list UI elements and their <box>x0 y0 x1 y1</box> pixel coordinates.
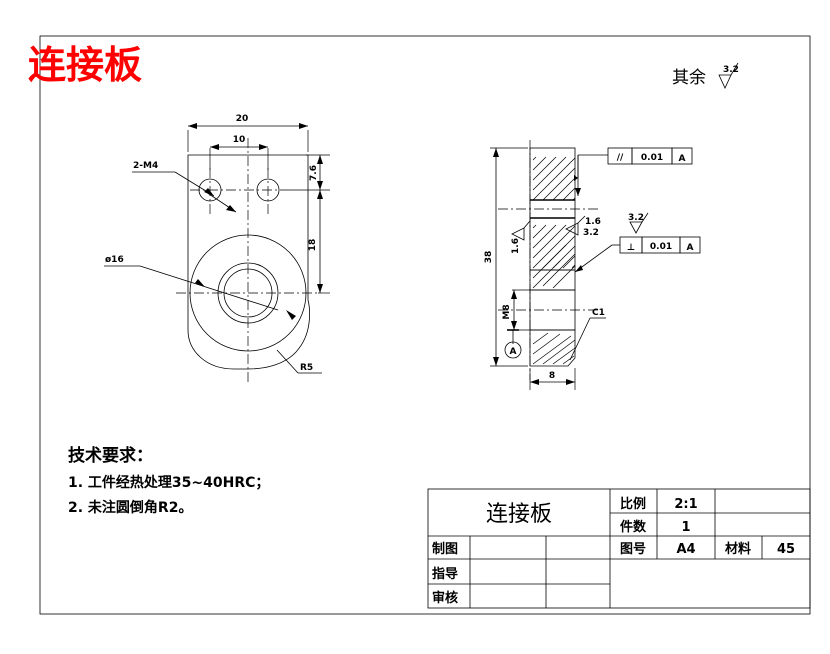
gdt-parallel-datum: A <box>679 154 686 164</box>
leader-line-bore <box>139 265 279 311</box>
tb-part-name: 连接板 <box>486 502 552 527</box>
tb-row-check: 审核 <box>432 590 458 606</box>
general-roughness-symbol-icon <box>718 62 739 89</box>
arrow-20-right-icon <box>299 123 308 129</box>
arrow-8-right-icon <box>566 379 575 385</box>
arrow-8-left-icon <box>530 379 539 385</box>
tech-requirement-item-2: 2. 未注圆倒角R2。 <box>68 499 192 516</box>
label-threaded-holes: 2-M4 <box>133 161 158 171</box>
arrow-76-top-icon <box>317 155 323 164</box>
dim-width-overall: 20 <box>236 114 249 124</box>
tb-drawing-no-value: A4 <box>676 542 695 557</box>
arrow-38-bottom-icon <box>493 357 499 366</box>
page-title: 连接板 <box>28 43 142 87</box>
tb-material-label: 材料 <box>725 541 751 557</box>
general-roughness-value: 3.2 <box>723 65 739 75</box>
gdt-perp-tolerance: 0.01 <box>650 242 672 252</box>
roughness-left-value: 1.6 <box>511 238 521 254</box>
gdt-parallel-arrow2-icon <box>575 188 581 196</box>
tb-material-value: 45 <box>777 542 795 557</box>
arrow-m8-bottom-icon <box>511 321 517 330</box>
dim-height-overall: 38 <box>484 251 494 264</box>
roughness-left: 1.6 <box>511 220 531 254</box>
title-block: 连接板 比例 2:1 件数 1 图号 A4 材料 45 制图 指导 审核 <box>427 488 811 609</box>
tb-qty-value: 1 <box>681 520 690 535</box>
front-view: 20 10 7.6 18 2-M4 ø16 R5 <box>104 114 330 382</box>
gdt-perp-symbol: ⊥ <box>627 243 635 253</box>
section-block-top <box>529 147 576 201</box>
tb-scale-value: 2:1 <box>674 497 697 512</box>
section-view: 38 M8 A 8 1.6 1.6 <box>484 140 701 390</box>
datum-feature-a: A <box>504 329 522 359</box>
label-bore: ø16 <box>105 255 124 265</box>
gdt-parallel-symbol: // <box>617 153 624 163</box>
title-block-border <box>427 488 811 609</box>
leader-arrow-bore-icon <box>195 279 205 287</box>
sheet-border <box>39 35 811 615</box>
tb-scale-label: 比例 <box>620 496 646 512</box>
leader-line-c1 <box>569 317 591 361</box>
roughness-right-bottom-value: 3.2 <box>583 228 599 238</box>
tb-row-draw: 制图 <box>432 541 458 557</box>
roughness-right-group: 1.6 3.2 <box>565 215 601 238</box>
arrow-38-top-icon <box>493 148 499 157</box>
label-radius: R5 <box>300 363 313 373</box>
dim-thickness: 8 <box>549 371 555 381</box>
dim-hole-spacing: 10 <box>233 135 246 145</box>
part-outline <box>187 154 310 370</box>
arrow-m8-top-icon <box>511 290 517 299</box>
tech-requirement-item-1: 1. 工件经热处理35~40HRC； <box>68 474 269 491</box>
tb-drawing-no-label: 图号 <box>620 542 646 557</box>
tech-requirements-heading: 技术要求： <box>68 445 153 466</box>
gdt-parallelism-frame: // 0.01 A <box>574 147 693 196</box>
gdt-parallel-tolerance: 0.01 <box>641 153 663 163</box>
dim-top-to-holes: 7.6 <box>309 165 319 181</box>
arrow-18-top-icon <box>317 190 323 199</box>
general-roughness-label: 其余 <box>672 68 706 88</box>
hatch-bottom <box>532 332 576 365</box>
dim-holes-to-center: 18 <box>308 239 318 252</box>
arrow-76-bottom-icon <box>317 181 323 190</box>
roughness-over-frame-value: 3.2 <box>628 213 644 223</box>
leader-line-r5 <box>276 349 299 374</box>
leader-arrow-2m4-icon <box>204 188 214 196</box>
tb-qty-label: 件数 <box>620 519 647 535</box>
hatch-top <box>532 156 576 201</box>
arrow-18-bottom-icon <box>317 284 323 293</box>
label-chamfer: C1 <box>592 308 605 318</box>
gdt-perpendicularity-frame: ⊥ 0.01 A 3.2 <box>574 212 701 273</box>
gdt-perp-arrow-icon <box>575 265 583 272</box>
arrow-10-right-icon <box>259 144 268 150</box>
arrow-10-left-icon <box>210 144 219 150</box>
leader-arrow-2m4b-icon <box>226 205 236 212</box>
datum-label: A <box>510 347 517 357</box>
dim-thread: M8 <box>502 304 512 319</box>
gdt-parallel-arrow-icon <box>574 175 578 181</box>
roughness-right-top-value: 1.6 <box>585 217 601 227</box>
hatch-mid <box>532 224 576 289</box>
arrow-20-left-icon <box>188 123 197 129</box>
gdt-perp-datum: A <box>687 243 694 253</box>
leader-arrow-bore2-icon <box>286 310 296 320</box>
tb-row-guide: 指导 <box>432 566 458 582</box>
